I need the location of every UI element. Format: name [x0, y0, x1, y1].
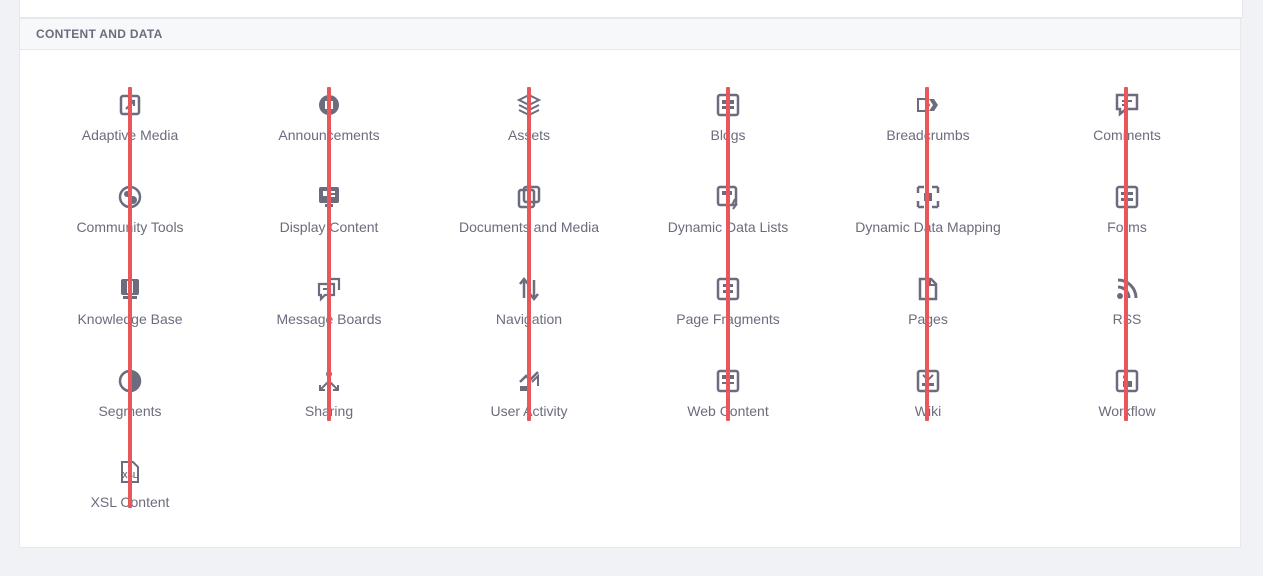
- guide-line: [1124, 87, 1128, 421]
- guide-line: [925, 87, 929, 421]
- previous-panel: [19, 0, 1243, 18]
- navigation-icon: [515, 275, 543, 303]
- app-grid: Adaptive MediaAnnouncementsAssetsBlogsBr…: [20, 50, 1240, 547]
- content-and-data-panel: CONTENT AND DATA Adaptive MediaAnnouncem…: [19, 18, 1241, 548]
- guide-line: [527, 87, 531, 421]
- guide-line: [128, 87, 132, 508]
- section-header[interactable]: CONTENT AND DATA: [20, 19, 1240, 50]
- documents-and-media-icon: [515, 183, 543, 211]
- guide-line: [726, 87, 730, 421]
- guide-line: [327, 87, 331, 421]
- section-title: CONTENT AND DATA: [36, 27, 163, 41]
- pages-icon: [914, 275, 942, 303]
